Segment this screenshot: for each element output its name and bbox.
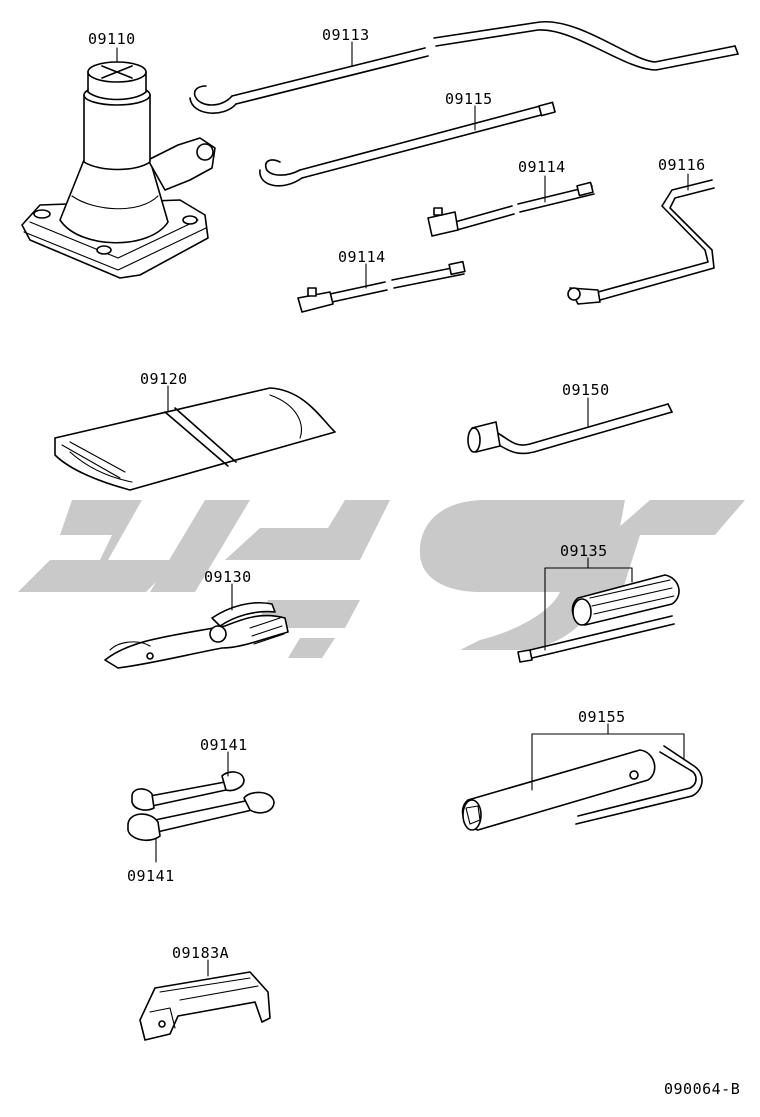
label-pliers: 09130 — [204, 568, 252, 586]
label-jack-handle-hook: 09115 — [445, 90, 493, 108]
plug-wrench-drawing — [461, 723, 703, 831]
label-screwdriver: 09135 — [560, 542, 608, 560]
label-spanner-lower: 09141 — [127, 867, 175, 885]
wheel-nut-wrench-drawing — [467, 397, 673, 455]
label-jack-handle-long: 09113 — [322, 26, 370, 44]
pliers-drawing — [104, 583, 289, 669]
watermark-logo — [18, 500, 745, 658]
crank-handle-drawing — [567, 173, 715, 305]
extension-bar-upper-drawing — [427, 175, 595, 237]
jack-drawing — [21, 47, 216, 279]
label-tool-bag: 09120 — [140, 370, 188, 388]
label-crank-handle: 09116 — [658, 156, 706, 174]
extension-bar-lower-drawing — [297, 260, 466, 313]
label-jack: 09110 — [88, 30, 136, 48]
label-extension-bar-lower: 09114 — [338, 248, 386, 266]
jack-handle-long-drawing — [189, 21, 739, 114]
diagram-id: 090064-B — [664, 1080, 740, 1098]
tool-bag-drawing — [54, 385, 336, 491]
label-wheel-nut-wrench: 09150 — [562, 381, 610, 399]
jack-handle-hook-drawing — [259, 101, 556, 187]
label-plug-wrench: 09155 — [578, 708, 626, 726]
hook-clip-drawing — [139, 959, 271, 1041]
label-hook-clip: 09183A — [172, 944, 229, 962]
spanners-drawing — [127, 751, 275, 863]
label-extension-bar-upper: 09114 — [518, 158, 566, 176]
screwdriver-drawing — [517, 557, 680, 663]
label-spanner-upper: 09141 — [200, 736, 248, 754]
